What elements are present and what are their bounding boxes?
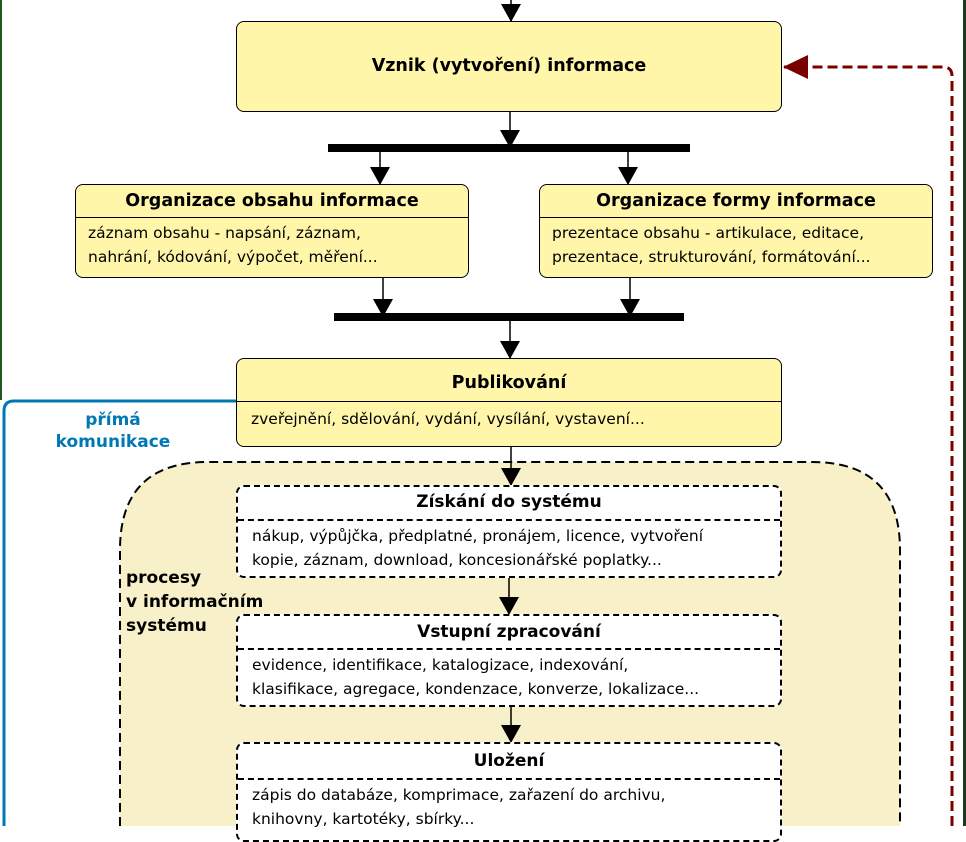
vstupni-zpracovani-body: evidence, identifikace, katalogizace, in…	[238, 650, 780, 701]
ulozeni-box: Uložení zápis do databáze, komprimace, z…	[236, 742, 782, 842]
organizace-obsahu-title: Organizace obsahu informace	[125, 191, 419, 211]
ziskani-line-2: kopie, záznam, download, koncesionářské …	[252, 551, 662, 569]
feedback-arrow	[783, 55, 954, 826]
ziskani-body: nákup, výpůjčka, předplatné, pronájem, l…	[238, 521, 780, 572]
organizace-formy-body: prezentace obsahu - artikulace, editace,…	[540, 218, 932, 269]
ulozeni-body: zápis do databáze, komprimace, zařazení …	[238, 780, 780, 831]
vznik-box: Vznik (vytvoření) informace	[236, 21, 782, 112]
vstupni-zpracovani-separator	[238, 648, 780, 650]
prima-komunikace-label: přímá komunikace	[28, 409, 198, 453]
ulozeni-title: Uložení	[473, 751, 545, 771]
organizace-obsahu-body: záznam obsahu - napsání, záznam, nahrání…	[76, 218, 468, 269]
publikovani-separator	[237, 401, 781, 402]
publikovani-line-1: zveřejnění, sdělování, vydání, vysílání,…	[251, 410, 645, 428]
organizace-formy-title: Organizace formy informace	[596, 191, 876, 211]
join-bar	[334, 313, 684, 321]
prima-komunikace-line-1: přímá	[85, 410, 141, 430]
organizace-obsahu-line-1: záznam obsahu - napsání, záznam,	[88, 224, 361, 242]
ziskani-separator	[238, 519, 780, 521]
ulozeni-line-1: zápis do databáze, komprimace, zařazení …	[252, 786, 666, 804]
organizace-formy-box: Organizace formy informace prezentace ob…	[539, 184, 933, 278]
ziskani-line-1: nákup, výpůjčka, předplatné, pronájem, l…	[252, 527, 704, 545]
ulozeni-line-2: knihovny, kartotéky, sbírky...	[252, 810, 475, 828]
publikovani-box: Publikování zveřejnění, sdělování, vydán…	[236, 358, 782, 447]
procesy-line-3: systému	[126, 616, 207, 636]
publikovani-title: Publikování	[451, 373, 567, 393]
organizace-formy-line-1: prezentace obsahu - artikulace, editace,	[552, 224, 864, 242]
organizace-obsahu-separator	[76, 217, 468, 218]
ziskani-title: Získání do systému	[416, 492, 602, 512]
procesy-label: procesy v informačním systému	[126, 566, 263, 638]
vznik-title: Vznik (vytvoření) informace	[371, 56, 647, 76]
fork-bar	[328, 144, 690, 152]
vstupni-zpracovani-title: Vstupní zpracování	[417, 622, 601, 642]
publikovani-body: zveřejnění, sdělování, vydání, vysílání,…	[237, 402, 781, 431]
organizace-obsahu-box: Organizace obsahu informace záznam obsah…	[75, 184, 469, 278]
organizace-formy-line-2: prezentace, strukturování, formátování..…	[552, 248, 871, 266]
procesy-line-2: v informačním	[126, 592, 264, 612]
procesy-line-1: procesy	[126, 568, 202, 588]
prima-komunikace-line-2: komunikace	[55, 432, 171, 452]
organizace-formy-separator	[540, 217, 932, 218]
ziskani-box: Získání do systému nákup, výpůjčka, před…	[236, 485, 782, 578]
vstupni-zpracovani-line-1: evidence, identifikace, katalogizace, in…	[252, 656, 629, 674]
vstupni-zpracovani-box: Vstupní zpracování evidence, identifikac…	[236, 614, 782, 707]
organizace-obsahu-line-2: nahrání, kódování, výpočet, měření...	[88, 248, 378, 266]
vstupni-zpracovani-line-2: klasifikace, agregace, kondenzace, konve…	[252, 680, 700, 698]
ulozeni-separator	[238, 778, 780, 780]
direct-communication-line	[2, 399, 237, 826]
